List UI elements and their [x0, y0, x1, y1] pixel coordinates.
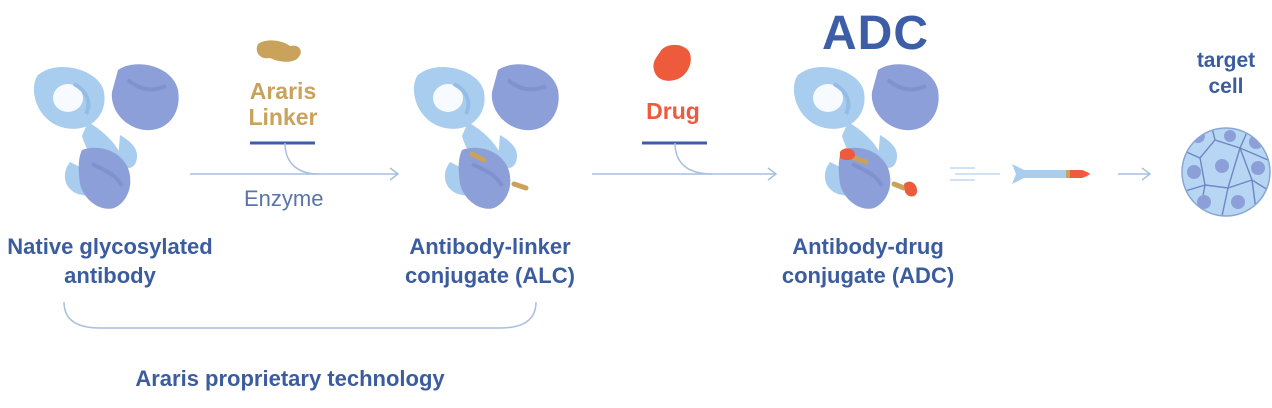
missile-icon	[950, 164, 1090, 184]
linker-molecule-icon	[256, 40, 301, 62]
attached-drug	[840, 148, 856, 161]
attached-linker	[511, 181, 529, 191]
target-cell-icon	[1181, 127, 1271, 217]
enzyme-label: Enzyme	[244, 186, 324, 211]
adc-label: Antibody-drug conjugate (ADC)	[768, 232, 968, 290]
attached-drug	[904, 181, 918, 197]
attached-linker	[469, 151, 487, 163]
drug-molecule-icon	[653, 44, 691, 81]
target-cell-label-line1: target	[1196, 49, 1256, 72]
native-antibody-label-line1: Native glycosylated	[7, 234, 213, 259]
linker-label: Araris Linker	[240, 78, 326, 130]
alc-label: Antibody-linker conjugate (ALC)	[390, 232, 590, 290]
alc-label-line1: Antibody-linker	[409, 234, 571, 259]
page-title: ADC	[822, 7, 929, 60]
linker-label-line1: Araris	[249, 78, 317, 104]
arrow-to-cell	[1118, 167, 1152, 181]
alc-antibody-illustration	[411, 62, 561, 211]
linker-label-line2: Linker	[248, 104, 318, 130]
target-cell-label-line2: cell	[1208, 75, 1244, 98]
adc-label-line2: conjugate (ADC)	[781, 263, 955, 288]
technology-caption: Araris proprietary technology	[135, 366, 445, 391]
adc-label-line1: Antibody-drug	[792, 234, 944, 259]
drug-label: Drug	[646, 98, 700, 124]
attached-linker	[851, 155, 869, 165]
arrow-linker-step	[190, 141, 400, 181]
target-cell-label: target cell	[1180, 48, 1272, 100]
native-antibody-illustration	[31, 62, 181, 211]
native-antibody-label-line2: antibody	[64, 263, 156, 288]
native-antibody-label: Native glycosylated antibody	[0, 232, 222, 290]
attached-linker	[891, 181, 907, 191]
arrow-drug-step	[592, 141, 778, 181]
technology-bracket	[63, 301, 537, 329]
adc-antibody-illustration	[791, 62, 941, 211]
alc-label-line2: conjugate (ALC)	[405, 263, 575, 288]
